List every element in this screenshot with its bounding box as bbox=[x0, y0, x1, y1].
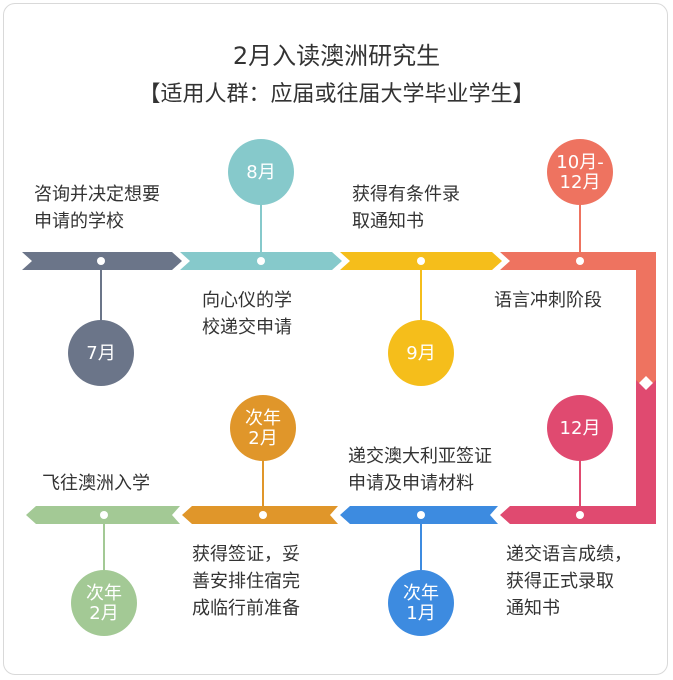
month-label-line: 7月 bbox=[86, 343, 115, 364]
dot-7 bbox=[259, 511, 267, 519]
step-text-3: 获得有条件录 取通知书 bbox=[352, 184, 460, 232]
month-label-line: 2月 bbox=[89, 603, 118, 624]
month-label-line: 9月 bbox=[406, 343, 435, 364]
month-label-line: 8月 bbox=[246, 162, 275, 183]
month-circle-2 bbox=[228, 139, 294, 205]
month-label-2: 8月 bbox=[246, 162, 275, 183]
segment-4 bbox=[500, 252, 656, 386]
dot-4 bbox=[576, 257, 584, 265]
month-circle-7 bbox=[230, 395, 296, 461]
step-text-6: 递交澳大利亚签证 申请及申请材料 bbox=[348, 446, 492, 494]
month-label-line: 2月 bbox=[248, 428, 277, 449]
step-text-7: 获得签证，妥 善安排住宿完 成临行前准备 bbox=[192, 544, 300, 619]
step-text-1: 咨询并决定想要 申请的学校 bbox=[34, 184, 160, 232]
dot-8 bbox=[100, 511, 108, 519]
segment-5 bbox=[500, 380, 656, 524]
month-label-line: 次年 bbox=[86, 583, 122, 604]
month-circle-3 bbox=[388, 320, 454, 386]
dot-3 bbox=[417, 257, 425, 265]
month-label-line: 10月- bbox=[556, 152, 603, 173]
month-label-4: 10月-12月 bbox=[556, 152, 603, 193]
dot-1 bbox=[97, 257, 105, 265]
month-label-line: 1月 bbox=[406, 603, 435, 624]
month-circle-5 bbox=[547, 395, 613, 461]
page-title: 2月入读澳洲研究生 bbox=[232, 42, 441, 70]
step-text-5: 递交语言成绩， 获得正式录取 通知书 bbox=[506, 544, 632, 619]
month-label-1: 7月 bbox=[86, 343, 115, 364]
dot-6 bbox=[417, 511, 425, 519]
month-label-5: 12月 bbox=[560, 418, 601, 439]
card-frame bbox=[3, 3, 668, 675]
step-text-2: 向心仪的学 校递交申请 bbox=[202, 290, 292, 338]
month-circle-8 bbox=[71, 570, 137, 636]
month-label-line: 次年 bbox=[245, 408, 281, 429]
dot-2 bbox=[257, 257, 265, 265]
month-label-3: 9月 bbox=[406, 343, 435, 364]
dot-5 bbox=[576, 511, 584, 519]
month-circle-1 bbox=[68, 320, 134, 386]
month-label-line: 12月 bbox=[560, 172, 601, 193]
month-circle-4 bbox=[547, 139, 613, 205]
month-label-line: 次年 bbox=[403, 583, 439, 604]
step-text-8: 飞往澳洲入学 bbox=[42, 473, 150, 494]
month-label-line: 12月 bbox=[560, 418, 601, 439]
step-text-4: 语言冲刺阶段 bbox=[494, 290, 602, 311]
month-circle-6 bbox=[388, 570, 454, 636]
page-subtitle: 【适用人群：应届或往届大学毕业学生】 bbox=[138, 82, 535, 107]
